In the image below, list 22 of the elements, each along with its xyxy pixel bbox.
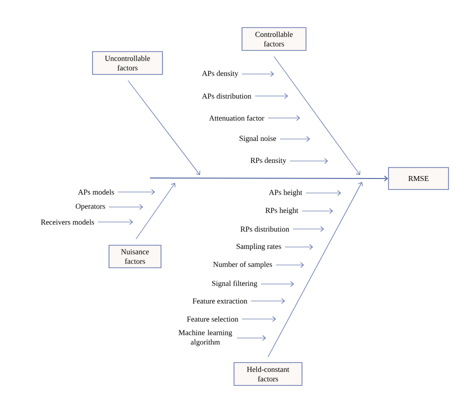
arrow xyxy=(292,226,324,232)
arrow xyxy=(306,190,341,196)
arrow xyxy=(128,80,200,175)
arrow xyxy=(274,56,360,175)
arrow xyxy=(236,335,266,341)
arrow xyxy=(276,262,304,268)
arrow xyxy=(284,244,313,250)
arrow xyxy=(268,182,363,358)
arrow xyxy=(98,219,133,225)
arrow xyxy=(108,204,143,210)
spine-arrow xyxy=(150,176,388,182)
arrow xyxy=(260,281,294,287)
arrow xyxy=(290,158,328,164)
arrow xyxy=(118,189,155,195)
arrow xyxy=(254,93,288,99)
arrow xyxy=(242,316,276,322)
arrow xyxy=(250,298,285,304)
arrow xyxy=(268,115,300,121)
arrow xyxy=(280,136,310,142)
arrow xyxy=(242,71,274,77)
arrow xyxy=(136,183,176,240)
arrow xyxy=(302,208,333,214)
